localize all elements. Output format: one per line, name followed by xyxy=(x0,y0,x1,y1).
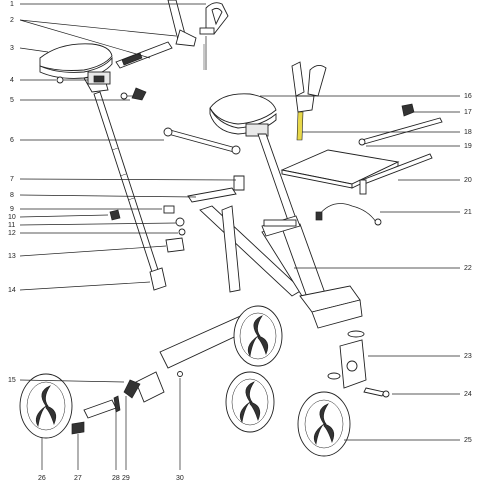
part-seat-clamp xyxy=(56,71,111,85)
callout-16: 16 xyxy=(464,93,472,100)
part-bracket-17 xyxy=(401,103,415,117)
callout-17: 17 xyxy=(464,109,472,116)
callout-21: 21 xyxy=(464,209,472,216)
callout-labels: 1 2 3 4 5 6 7 8 9 10 11 12 13 14 15 16 1… xyxy=(8,1,472,482)
callout-22: 22 xyxy=(464,265,472,272)
part-handles-right xyxy=(291,61,327,141)
callout-26: 26 xyxy=(38,475,46,482)
callout-15: 15 xyxy=(8,377,16,384)
callout-5: 5 xyxy=(10,97,14,104)
callout-8: 8 xyxy=(10,192,14,199)
callout-7: 7 xyxy=(10,176,14,183)
wheel-bottom-right xyxy=(297,391,351,457)
part-handle-rod xyxy=(115,41,173,69)
callout-23: 23 xyxy=(464,353,472,360)
part-seat-left xyxy=(39,43,113,93)
part-long-pole xyxy=(93,91,167,291)
part-crossbar-8 xyxy=(187,175,245,203)
part-brake-cable xyxy=(315,203,382,226)
wheel-upper-middle xyxy=(233,305,283,367)
callout-28: 28 xyxy=(112,475,120,482)
part-seat-right xyxy=(209,93,277,137)
leader-lines xyxy=(19,3,460,470)
part-caster-fork xyxy=(327,330,367,389)
part-screw-30 xyxy=(177,371,183,377)
callout-9: 9 xyxy=(10,206,14,213)
part-cross-rod-6 xyxy=(163,127,241,155)
wheel-middle xyxy=(225,371,275,433)
callout-13: 13 xyxy=(8,253,16,260)
part-knob xyxy=(120,87,147,101)
part-brake-lower xyxy=(71,379,141,435)
part-tray xyxy=(280,149,433,195)
callout-6: 6 xyxy=(10,137,14,144)
part-rod-19 xyxy=(358,117,443,146)
callout-30: 30 xyxy=(176,475,184,482)
part-bolt-24 xyxy=(363,387,390,398)
callout-14: 14 xyxy=(8,287,16,294)
callout-24: 24 xyxy=(464,391,472,398)
part-small-fittings xyxy=(109,205,186,253)
callout-19: 19 xyxy=(464,143,472,150)
callout-12: 12 xyxy=(8,230,16,237)
callout-11: 11 xyxy=(8,222,15,229)
part-main-frame xyxy=(199,205,363,329)
callout-3: 3 xyxy=(10,45,14,52)
callout-1: 1 xyxy=(10,1,14,8)
wheel-bottom-left xyxy=(19,373,73,439)
callout-2: 2 xyxy=(10,17,14,24)
callout-18: 18 xyxy=(464,129,472,136)
callout-27: 27 xyxy=(74,475,82,482)
callout-25: 25 xyxy=(464,437,472,444)
callout-10: 10 xyxy=(8,214,16,221)
part-handle-assembly-top xyxy=(167,0,229,70)
callout-4: 4 xyxy=(10,77,14,84)
callout-20: 20 xyxy=(464,177,472,184)
callout-29: 29 xyxy=(122,475,130,482)
